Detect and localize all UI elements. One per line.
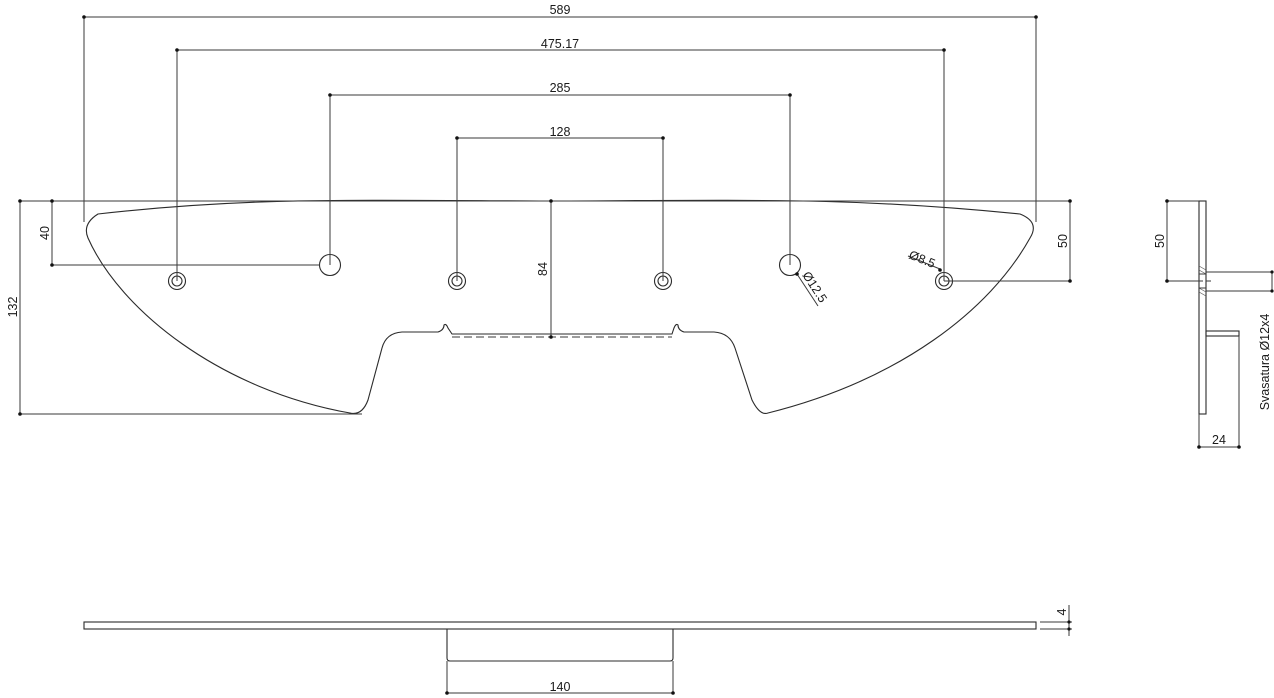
top-plate	[83, 621, 1037, 630]
dimension-84-label: 84	[536, 262, 550, 276]
front-view: 589 475.17 285 128 84	[6, 3, 1072, 416]
dimension-475: 475.17	[175, 37, 946, 281]
countersink-hatch	[1198, 265, 1207, 297]
dimension-132-label: 132	[6, 297, 20, 318]
dimension-285: 285	[328, 81, 792, 265]
callout-diameter-12-5-label: Ø12.5	[799, 269, 829, 305]
dimension-4: 4	[1040, 605, 1072, 636]
countersink-note: Svasatura Ø12x4	[1258, 314, 1272, 411]
dimension-285-label: 285	[550, 81, 571, 95]
dimension-50-right-label: 50	[1056, 234, 1070, 248]
side-plate	[1198, 200, 1207, 415]
countersink-callout: Svasatura Ø12x4	[1206, 270, 1274, 410]
callout-diameter-12-5: Ø12.5	[795, 269, 830, 307]
dimension-50-side-label: 50	[1153, 234, 1167, 248]
dimension-140-label: 140	[550, 680, 571, 694]
dimension-24-label: 24	[1212, 433, 1226, 447]
top-bracket	[446, 629, 674, 662]
dimension-84: 84	[536, 199, 553, 339]
dimension-132: 132	[6, 199, 362, 416]
side-bracket	[1205, 330, 1240, 337]
callout-diameter-8-5-label: Ø8.5	[907, 248, 937, 271]
dimension-475-label: 475.17	[541, 37, 579, 51]
side-view: 50 Svasatura Ø12x4 24	[1153, 199, 1274, 449]
dimension-589-label: 589	[550, 3, 571, 17]
dimension-140: 140	[445, 661, 675, 695]
dimension-128: 128	[455, 125, 665, 281]
callout-diameter-8-5: Ø8.5	[907, 248, 942, 272]
dimension-50-right: 50	[944, 199, 1072, 283]
dimension-589: 589	[82, 3, 1038, 222]
plate-outline	[85, 199, 1034, 415]
dimension-40: 40	[38, 199, 320, 267]
dimension-4-label: 4	[1055, 608, 1069, 615]
dimension-24: 24	[1197, 336, 1241, 449]
top-view: 4 140	[83, 605, 1072, 695]
dimension-50-side: 50	[1153, 199, 1199, 283]
dimension-40-label: 40	[38, 226, 52, 240]
dimension-128-label: 128	[550, 125, 571, 139]
